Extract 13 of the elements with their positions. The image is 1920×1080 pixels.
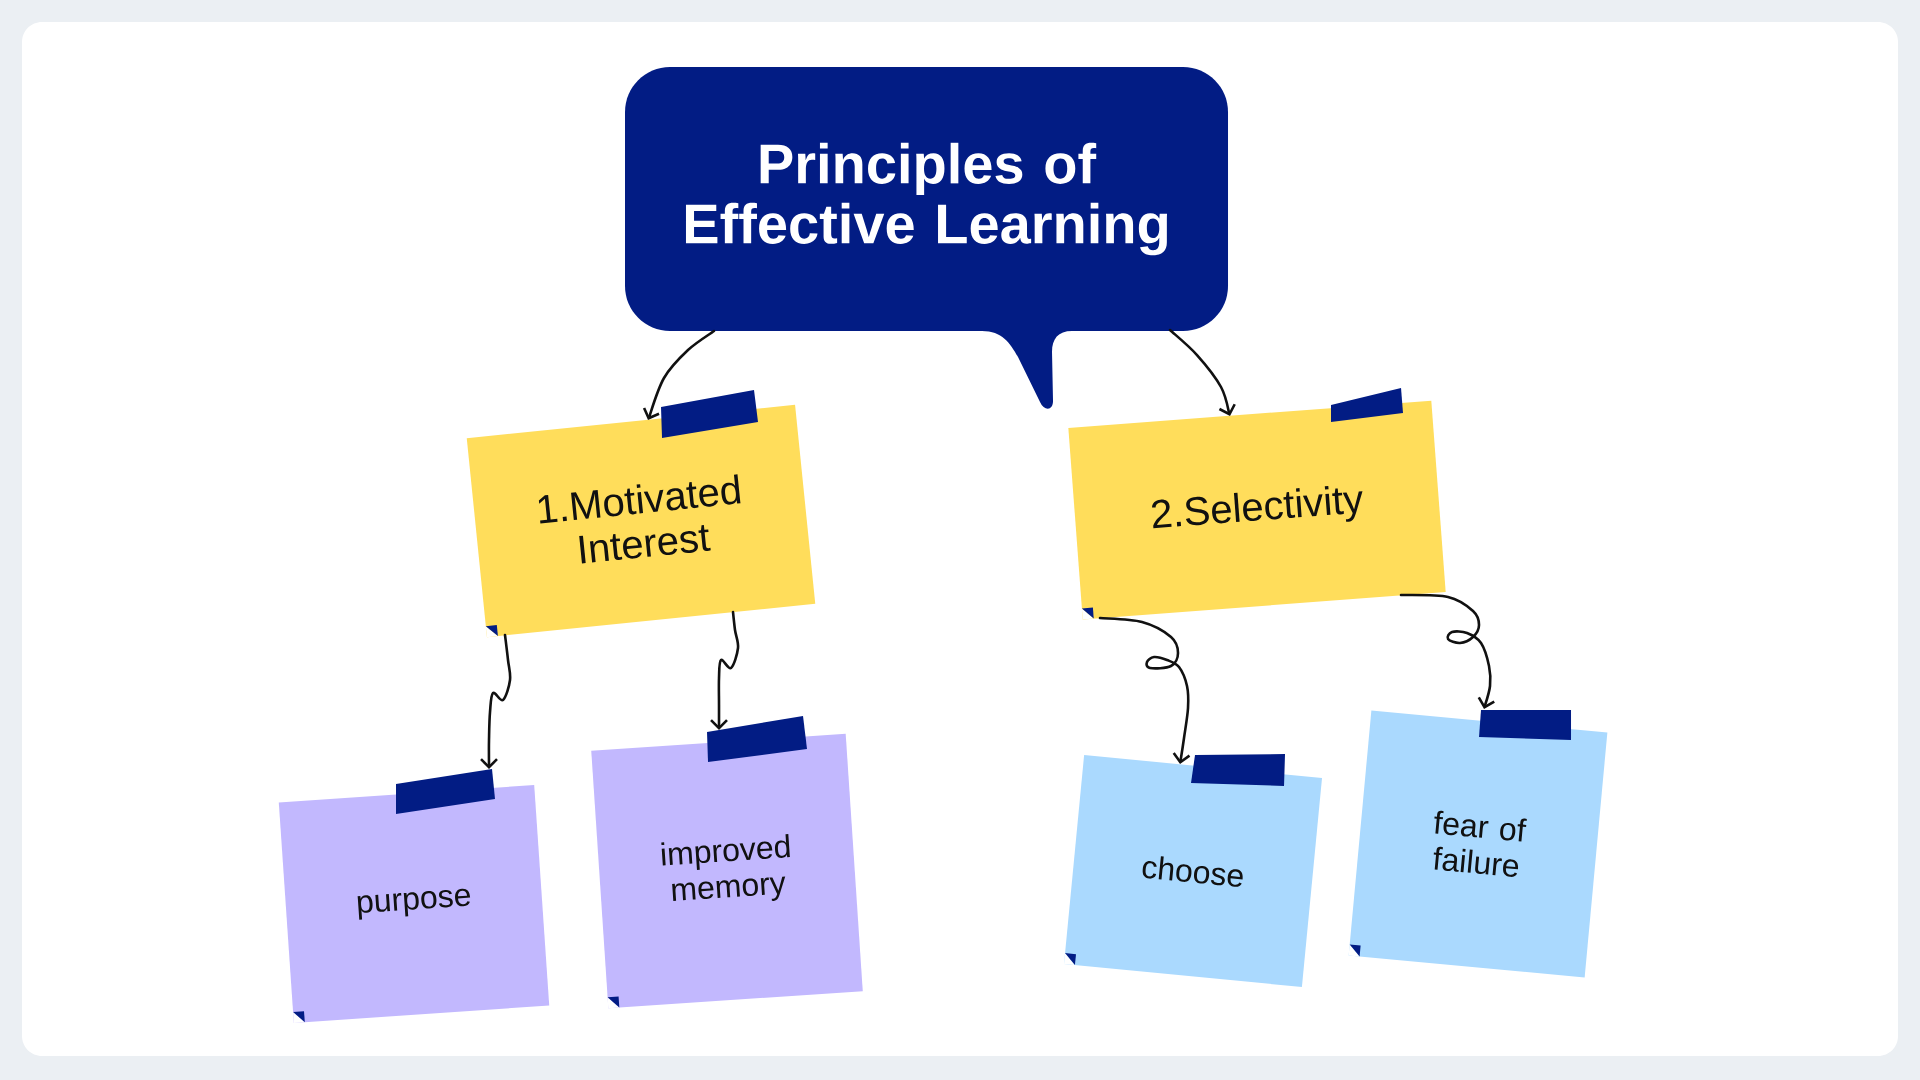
- sticky-note: 1.Motivated Interest: [466, 390, 816, 638]
- sticky-note: 2.Selectivity: [1068, 388, 1446, 620]
- arrow: [1399, 593, 1495, 709]
- speech-bubble: Principles of Effective Learning: [625, 67, 1228, 409]
- arrow: [1098, 616, 1191, 764]
- sticky-note: fear of failure: [1348, 710, 1608, 978]
- sticky-note: purpose: [278, 769, 550, 1023]
- arrow: [642, 329, 716, 420]
- sticky-note: improved memory: [591, 716, 863, 1009]
- arrow: [480, 633, 512, 769]
- sticky-note: choose: [1064, 754, 1322, 987]
- arrow: [1168, 328, 1236, 416]
- arrow: [710, 610, 740, 730]
